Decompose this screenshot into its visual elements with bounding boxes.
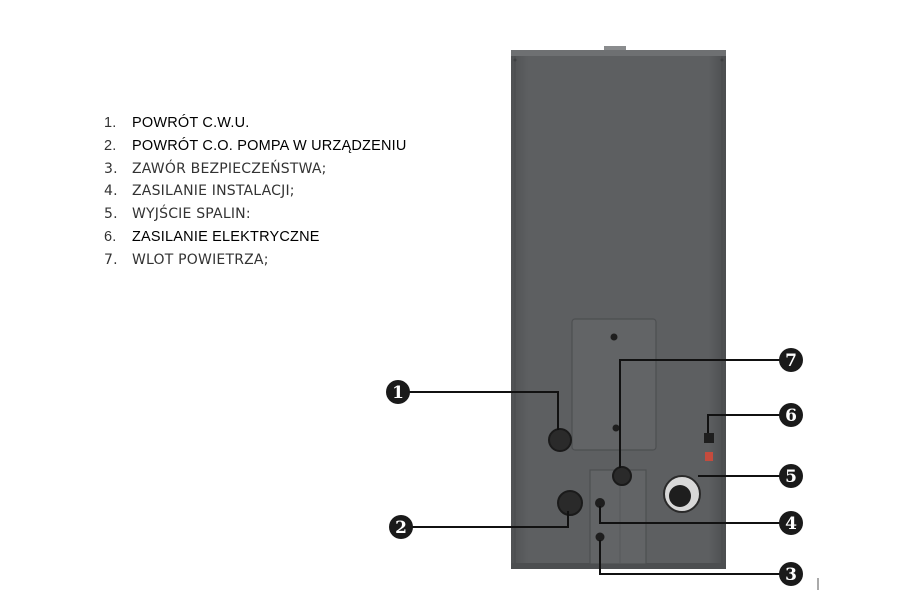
cabinet-top-edge: [511, 50, 726, 56]
port-1-dhw-return: [548, 428, 572, 452]
leader-line-3: [599, 540, 782, 575]
callout-3: 3: [779, 562, 803, 586]
port-3-safety-valve: [595, 532, 605, 542]
legend-text: ZASILANIE ELEKTRYCZNE: [132, 228, 320, 245]
port-7-air-inlet: [612, 466, 632, 486]
legend-text: POWRÓT C.O. POMPA W URZĄDZENIU: [132, 137, 407, 154]
callout-2: 2: [389, 515, 413, 539]
leader-line-7: [619, 359, 782, 468]
svg-text:3: 3: [785, 565, 797, 585]
legend-item-7: 7.WLOT POWIETRZA;: [104, 251, 269, 268]
corner-screw: [513, 58, 517, 62]
legend-text: WLOT POWIETRZA;: [132, 251, 269, 268]
svg-text:6: 6: [785, 406, 797, 426]
svg-text:7: 7: [785, 351, 797, 371]
legend-item-5: 5.WYJŚCIE SPALIN:: [104, 206, 251, 223]
legend-item-2: 2.POWRÓT C.O. POMPA W URZĄDZENIU: [104, 137, 407, 154]
port-2-ch-return: [557, 490, 583, 516]
connection-legend: 1.POWRÓT C.W.U. 2.POWRÓT C.O. POMPA W UR…: [104, 112, 407, 272]
callout-7: 7: [779, 348, 803, 372]
legend-item-3: 3.ZAWÓR BEZPIECZEŃSTWA;: [104, 160, 327, 177]
legend-item-4: 4.ZASILANIE INSTALACJI;: [104, 183, 295, 200]
svg-text:4: 4: [785, 514, 797, 534]
port-6-electrical: [704, 433, 714, 443]
callout-5: 5: [779, 464, 803, 488]
svg-text:5: 5: [785, 467, 797, 487]
leader-line-1: [408, 391, 559, 430]
port-5-flue-inner: [669, 485, 691, 507]
legend-text: ZAWÓR BEZPIECZEŃSTWA;: [132, 160, 327, 177]
cabinet-base: [511, 563, 726, 569]
leader-line-2: [412, 511, 569, 528]
top-collar: [604, 46, 626, 52]
legend-text: WYJŚCIE SPALIN:: [132, 206, 251, 223]
callout-4: 4: [779, 511, 803, 535]
corner-screw: [720, 58, 724, 62]
legend-text: POWRÓT C.W.U.: [132, 115, 250, 131]
callout-6: 6: [779, 403, 803, 427]
callout-1: 1: [386, 380, 410, 404]
leader-line-6: [707, 414, 782, 433]
panel-bolt: [610, 333, 618, 341]
legend-item-1: 1.POWRÓT C.W.U.: [104, 115, 250, 131]
svg-text:2: 2: [395, 518, 407, 538]
legend-item-6: 6.ZASILANIE ELEKTRYCZNE: [104, 228, 320, 245]
port-4-supply: [595, 498, 605, 508]
panel-bolt: [612, 424, 620, 432]
svg-text:1: 1: [392, 383, 404, 403]
legend-text: ZASILANIE INSTALACJI;: [132, 183, 295, 200]
port-6-electrical-plug: [705, 452, 713, 461]
leader-line-4: [599, 506, 782, 524]
upper-service-panel: [571, 318, 657, 451]
